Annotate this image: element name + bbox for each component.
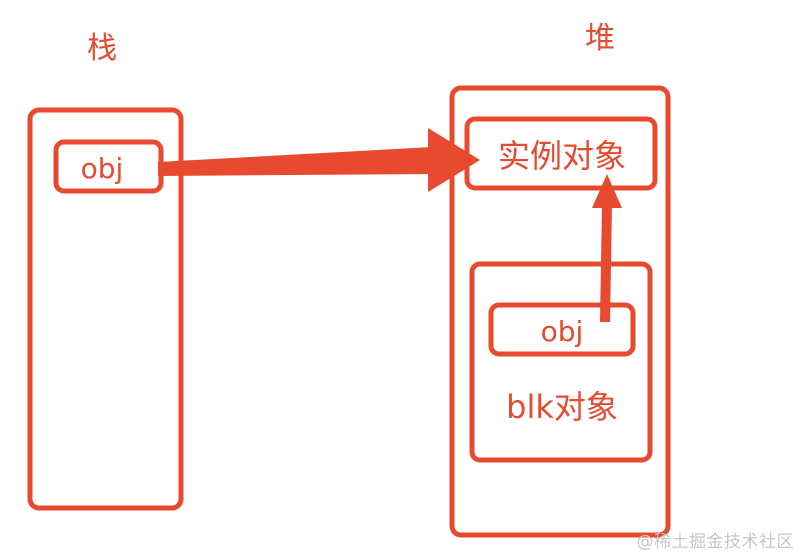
arrow-shaft <box>600 205 612 322</box>
arrow-stack-to-instance <box>158 128 480 192</box>
block-obj-box <box>488 302 636 357</box>
arrow-shaft <box>158 147 432 176</box>
heap-box <box>449 85 671 538</box>
arrow-head <box>428 128 480 192</box>
instance-object-label: 实例对象 <box>498 137 626 175</box>
arrow-block-to-instance <box>592 174 622 322</box>
arrow-head <box>592 174 622 208</box>
stack-obj-label: obj <box>81 152 124 185</box>
heap-title: 堆 <box>585 21 615 56</box>
stack-region: 栈 obj <box>27 31 184 511</box>
block-object-label: blk对象 <box>506 388 618 426</box>
heap-region: 堆 实例对象 obj blk对象 <box>449 21 671 538</box>
block-object-box <box>469 261 653 463</box>
stack-box <box>27 107 184 511</box>
block-obj-label: obj <box>541 315 584 348</box>
stack-title: 栈 <box>87 31 117 66</box>
watermark-text: @稀土掘金技术社区 <box>636 532 794 552</box>
